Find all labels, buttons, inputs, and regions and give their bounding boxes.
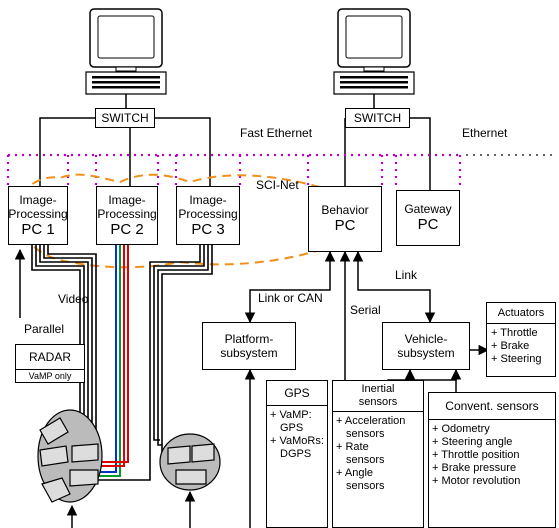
gateway-pc-line2: PC: [418, 216, 439, 234]
platform-line2: subsystem: [220, 346, 277, 360]
parallel-label: Parallel: [24, 322, 64, 336]
link-or-can-label: Link or CAN: [258, 291, 323, 305]
actuators-list-box: + Throttle + Brake + Steering: [486, 323, 556, 377]
convent-list-box: + Odometry + Steering angle + Throttle p…: [428, 419, 556, 528]
pc2-line3: PC 2: [110, 221, 143, 239]
image-processing-pc-3: Image- Processing PC 3: [176, 186, 240, 245]
inertial-item: + Rate: [336, 441, 423, 454]
actuators-title: Actuators: [498, 307, 544, 320]
camera-platform-left-icon: [38, 410, 102, 502]
platform-line1: Platform-: [225, 332, 274, 346]
serial-label: Serial: [350, 303, 381, 317]
platform-subsystem: Platform- subsystem: [202, 322, 296, 370]
gps-item: + VaMP:: [270, 409, 327, 422]
inertial-list-box: + Acceleration sensors + Rate sensors + …: [332, 411, 424, 528]
video-label: Video: [58, 292, 88, 306]
inertial-box: Inertial sensors: [332, 380, 424, 412]
gps-item: + VaMoRs:: [270, 435, 327, 448]
actuators-box: Actuators: [486, 302, 556, 324]
switch-left: SWITCH: [95, 108, 155, 128]
ethernet-label: Ethernet: [462, 126, 507, 140]
actuator-item: + Brake: [491, 340, 555, 353]
gateway-pc-line1: Gateway: [404, 202, 451, 216]
radar-box: RADAR: [15, 344, 85, 370]
behavior-pc: Behavior PC: [308, 186, 382, 252]
radar-note-box: VaMP only: [15, 369, 85, 383]
convent-title: Convent. sensors: [445, 399, 538, 413]
pc2-line2: Processing: [97, 207, 156, 221]
switch-right: SWITCH: [345, 108, 410, 128]
convent-item: + Steering angle: [432, 436, 555, 449]
behavior-pc-line1: Behavior: [321, 203, 368, 217]
gps-box: GPS: [266, 380, 328, 406]
radar-note: VaMP only: [29, 371, 72, 381]
inertial-item: + Acceleration: [336, 415, 423, 428]
pc1-line1: Image-: [19, 193, 56, 207]
pc1-line3: PC 1: [21, 221, 54, 239]
pc1-line2: Processing: [8, 207, 67, 221]
inertial-item: sensors: [336, 428, 423, 441]
gps-item: DGPS: [270, 448, 327, 461]
inertial-item: + Angle: [336, 467, 423, 480]
actuator-item: + Steering: [491, 353, 555, 366]
inertial-item: sensors: [336, 454, 423, 467]
behavior-pc-line2: PC: [335, 217, 356, 235]
inertial-title-line2: sensors: [359, 396, 398, 409]
radar-title: RADAR: [29, 350, 71, 364]
ethernet-bus: [8, 155, 460, 185]
convent-item: + Motor revolution: [432, 475, 555, 488]
vehicle-line2: subsystem: [397, 346, 454, 360]
pc3-line2: Processing: [178, 207, 237, 221]
sci-net-label: SCI-Net: [256, 178, 299, 192]
gps-title: GPS: [284, 386, 309, 400]
fast-ethernet-label: Fast Ethernet: [240, 126, 312, 140]
actuator-item: + Throttle: [491, 327, 555, 340]
left-workstation-icon: [86, 9, 166, 94]
inertial-item: sensors: [336, 480, 423, 493]
image-processing-pc-2: Image- Processing PC 2: [96, 186, 158, 245]
gateway-pc: Gateway PC: [396, 190, 460, 246]
right-workstation-icon: [334, 9, 414, 94]
switch-left-label: SWITCH: [101, 111, 148, 125]
pc3-line3: PC 3: [191, 221, 224, 239]
gps-item: GPS: [270, 422, 327, 435]
convent-item: + Brake pressure: [432, 462, 555, 475]
vehicle-line1: Vehicle-: [405, 332, 448, 346]
pc2-line1: Image-: [108, 193, 145, 207]
gps-list-box: + VaMP: GPS + VaMoRs: DGPS: [266, 405, 328, 528]
convent-box: Convent. sensors: [428, 392, 556, 420]
inertial-title-line1: Inertial: [361, 383, 394, 396]
convent-item: + Throttle position: [432, 449, 555, 462]
switch-right-label: SWITCH: [354, 111, 401, 125]
convent-item: + Odometry: [432, 423, 555, 436]
vehicle-subsystem: Vehicle- subsystem: [382, 322, 470, 370]
camera-platform-right-icon: [160, 434, 220, 490]
fast-ethernet-lines: [40, 118, 210, 188]
link-label: Link: [395, 268, 417, 282]
image-processing-pc-1: Image- Processing PC 1: [8, 186, 68, 245]
pc3-line1: Image-: [189, 193, 226, 207]
